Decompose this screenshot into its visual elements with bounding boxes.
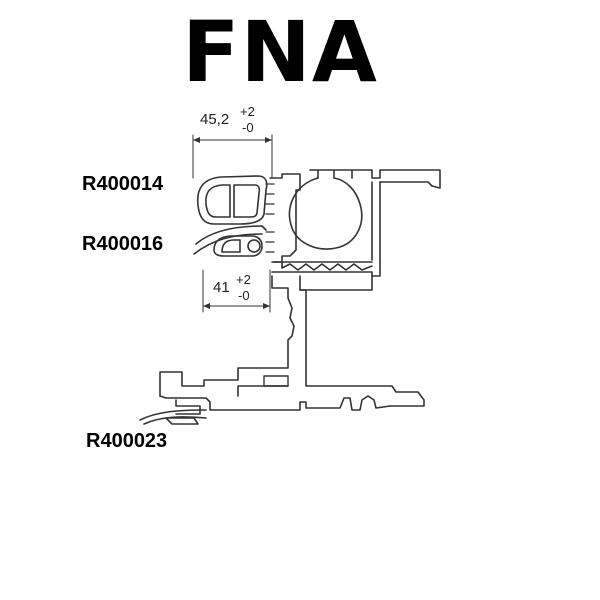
frame-profile xyxy=(159,169,441,415)
gasket-r400016 xyxy=(193,225,275,257)
gasket-r400023 xyxy=(139,409,207,425)
part-label-r400016: R400016 xyxy=(82,233,164,255)
dimension-bottom-tol-minus: -0 xyxy=(238,288,250,303)
part-label-r400014: R400014 xyxy=(82,173,164,195)
gasket-r400014 xyxy=(196,175,275,225)
dimension-top-tol-plus: +2 xyxy=(240,104,255,119)
dimension-bottom: 41 +2 -0 xyxy=(202,269,271,313)
part-label-r400023: R400023 xyxy=(86,430,168,452)
dimension-bottom-value: 41 xyxy=(213,279,230,296)
dimension-top-value: 45,2 xyxy=(200,111,229,128)
dimension-bottom-tol-plus: +2 xyxy=(236,272,251,287)
dimension-top-tol-minus: -0 xyxy=(242,120,254,135)
page-title: FNA xyxy=(182,3,378,101)
dimension-top: 45,2 +2 -0 xyxy=(192,104,273,179)
